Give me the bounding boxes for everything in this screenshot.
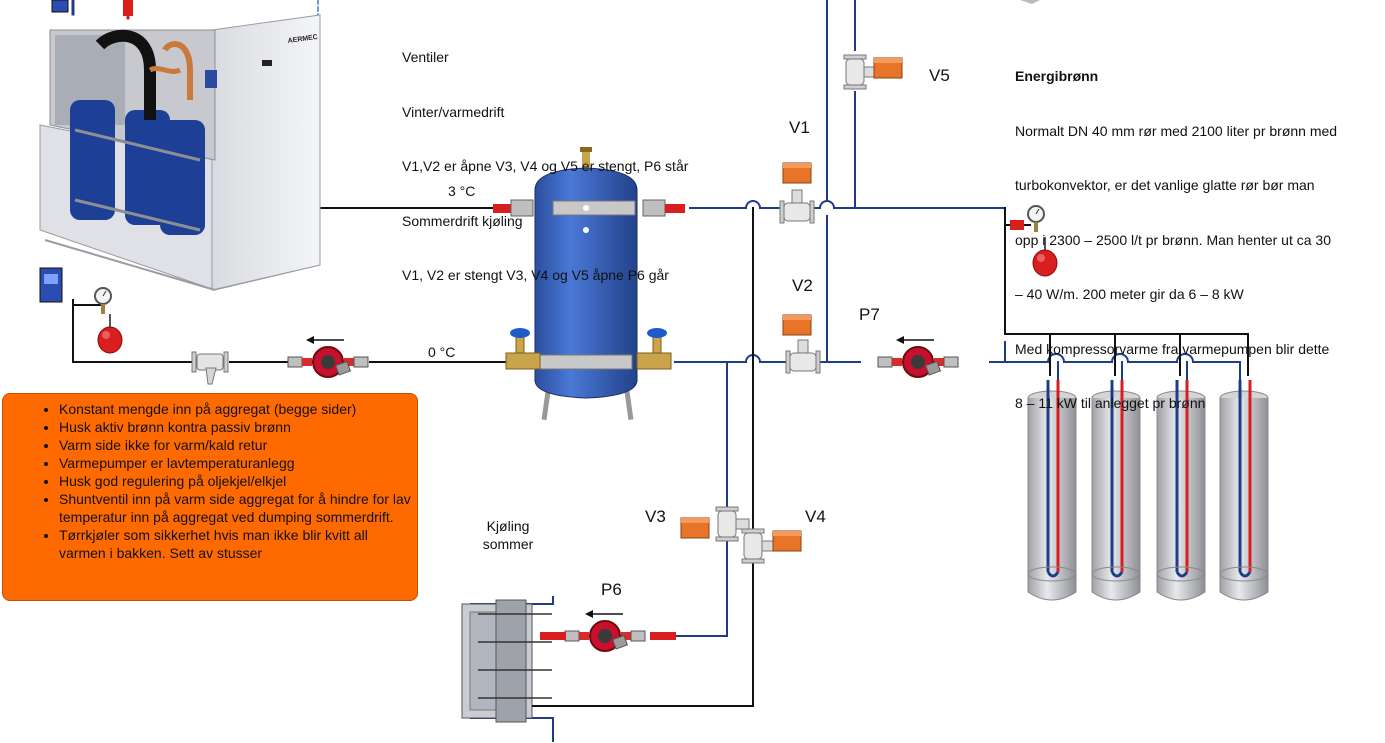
pump-icon-primary (287, 346, 369, 378)
design-note-item: Husk god regulering på oljekjel/elkjel (59, 472, 417, 490)
pump-icon-p7 (877, 346, 959, 378)
ventiler-line: Ventiler (402, 49, 449, 65)
energy-well-line: 8 – 11 kW til anlegget pr brønn (1015, 395, 1206, 411)
pump-p7-label: P7 (859, 305, 880, 324)
energy-well-line: Normalt DN 40 mm rør med 2100 liter pr b… (1015, 122, 1338, 139)
energy-well-line: – 40 W/m. 200 meter gir da 6 – 8 kW (1015, 286, 1244, 302)
pump-p6-label: P6 (601, 580, 622, 599)
design-note-item: Varm side ikke for varm/kald retur (59, 436, 417, 454)
design-note-item: Varmepumper er lavtemperaturanlegg (59, 454, 417, 472)
ventiler-line: Sommerdrift kjøling (402, 212, 523, 229)
valve-v2-icon (782, 314, 821, 374)
supply-fitting-icon (493, 199, 685, 217)
valve-v1-icon (779, 162, 815, 224)
balancing-valve-right-icon (636, 328, 672, 370)
supply-temperature-label: 3 °C (448, 183, 476, 199)
valve-v3-icon (680, 506, 750, 542)
pipe-network (71, 0, 1249, 707)
design-notes-list: Konstant mengde inn på aggregat (begge s… (3, 400, 417, 562)
energy-well-line: turbokonvektor, er det vanlige glatte rø… (1015, 177, 1315, 193)
energy-well-title: Energibrønn (1015, 68, 1099, 84)
ventiler-line: Vinter/varmedrift (402, 103, 505, 120)
plate-heat-exchanger-icon (461, 596, 676, 742)
flow-arrow-icon (585, 610, 623, 618)
design-note-item: Shuntventil inn på varm side aggregat fo… (59, 490, 417, 526)
valve-v3-label: V3 (645, 507, 666, 526)
energy-well-notes: Energibrønn Normalt DN 40 mm rør med 210… (1015, 31, 1337, 431)
energy-well-line: opp i 2300 – 2500 l/t pr brønn. Man hent… (1015, 231, 1331, 248)
design-notes-box: Konstant mengde inn på aggregat (begge s… (2, 393, 418, 601)
flow-arrow-icon (306, 336, 344, 344)
heat-exchanger-label-line2: sommer (482, 536, 534, 552)
ventiler-line: V1,V2 er åpne V3, V4 og V5 er stengt, P6… (402, 158, 689, 174)
heat-pump-brand: AERMEC (287, 34, 318, 45)
buffer-tank-icon (534, 147, 638, 421)
energy-well-icon (1027, 380, 1269, 601)
ventiler-line: V1, V2 er stengt V3, V4 og V5 åpne P6 gå… (402, 267, 669, 283)
balancing-valve-left-icon (505, 328, 541, 370)
pressure-gauge-icon (94, 287, 112, 315)
valve-v1-label: V1 (789, 118, 810, 137)
expansion-vessel-icon (97, 313, 123, 354)
strainer-icon (191, 351, 229, 385)
valve-operation-notes: Ventiler Vinter/varmedrift V1,V2 er åpne… (402, 12, 688, 303)
design-note-item: Tørrkjøler som sikkerhet hvis man ikke b… (59, 526, 417, 562)
pump-icon-p6 (564, 620, 646, 652)
valve-v4-label: V4 (805, 507, 826, 526)
heat-pump-icon: AERMEC (39, 0, 321, 303)
valve-v4-icon (741, 528, 802, 564)
valve-v5-label: V5 (929, 66, 950, 85)
design-note-item: Husk aktiv brønn kontra passiv brønn (59, 418, 417, 436)
flow-arrow-icon (896, 336, 934, 344)
energy-well-line: Med kompressorvarme fra varmepumpen blir… (1015, 340, 1330, 357)
valve-v5-icon (843, 54, 903, 90)
valve-v2-label: V2 (792, 276, 813, 295)
design-note-item: Konstant mengde inn på aggregat (begge s… (59, 400, 417, 418)
heat-exchanger-label-line1: Kjøling (486, 518, 530, 534)
return-temperature-label: 0 °C (428, 344, 456, 360)
heat-exchanger-label: Kjøling sommer (468, 517, 548, 553)
